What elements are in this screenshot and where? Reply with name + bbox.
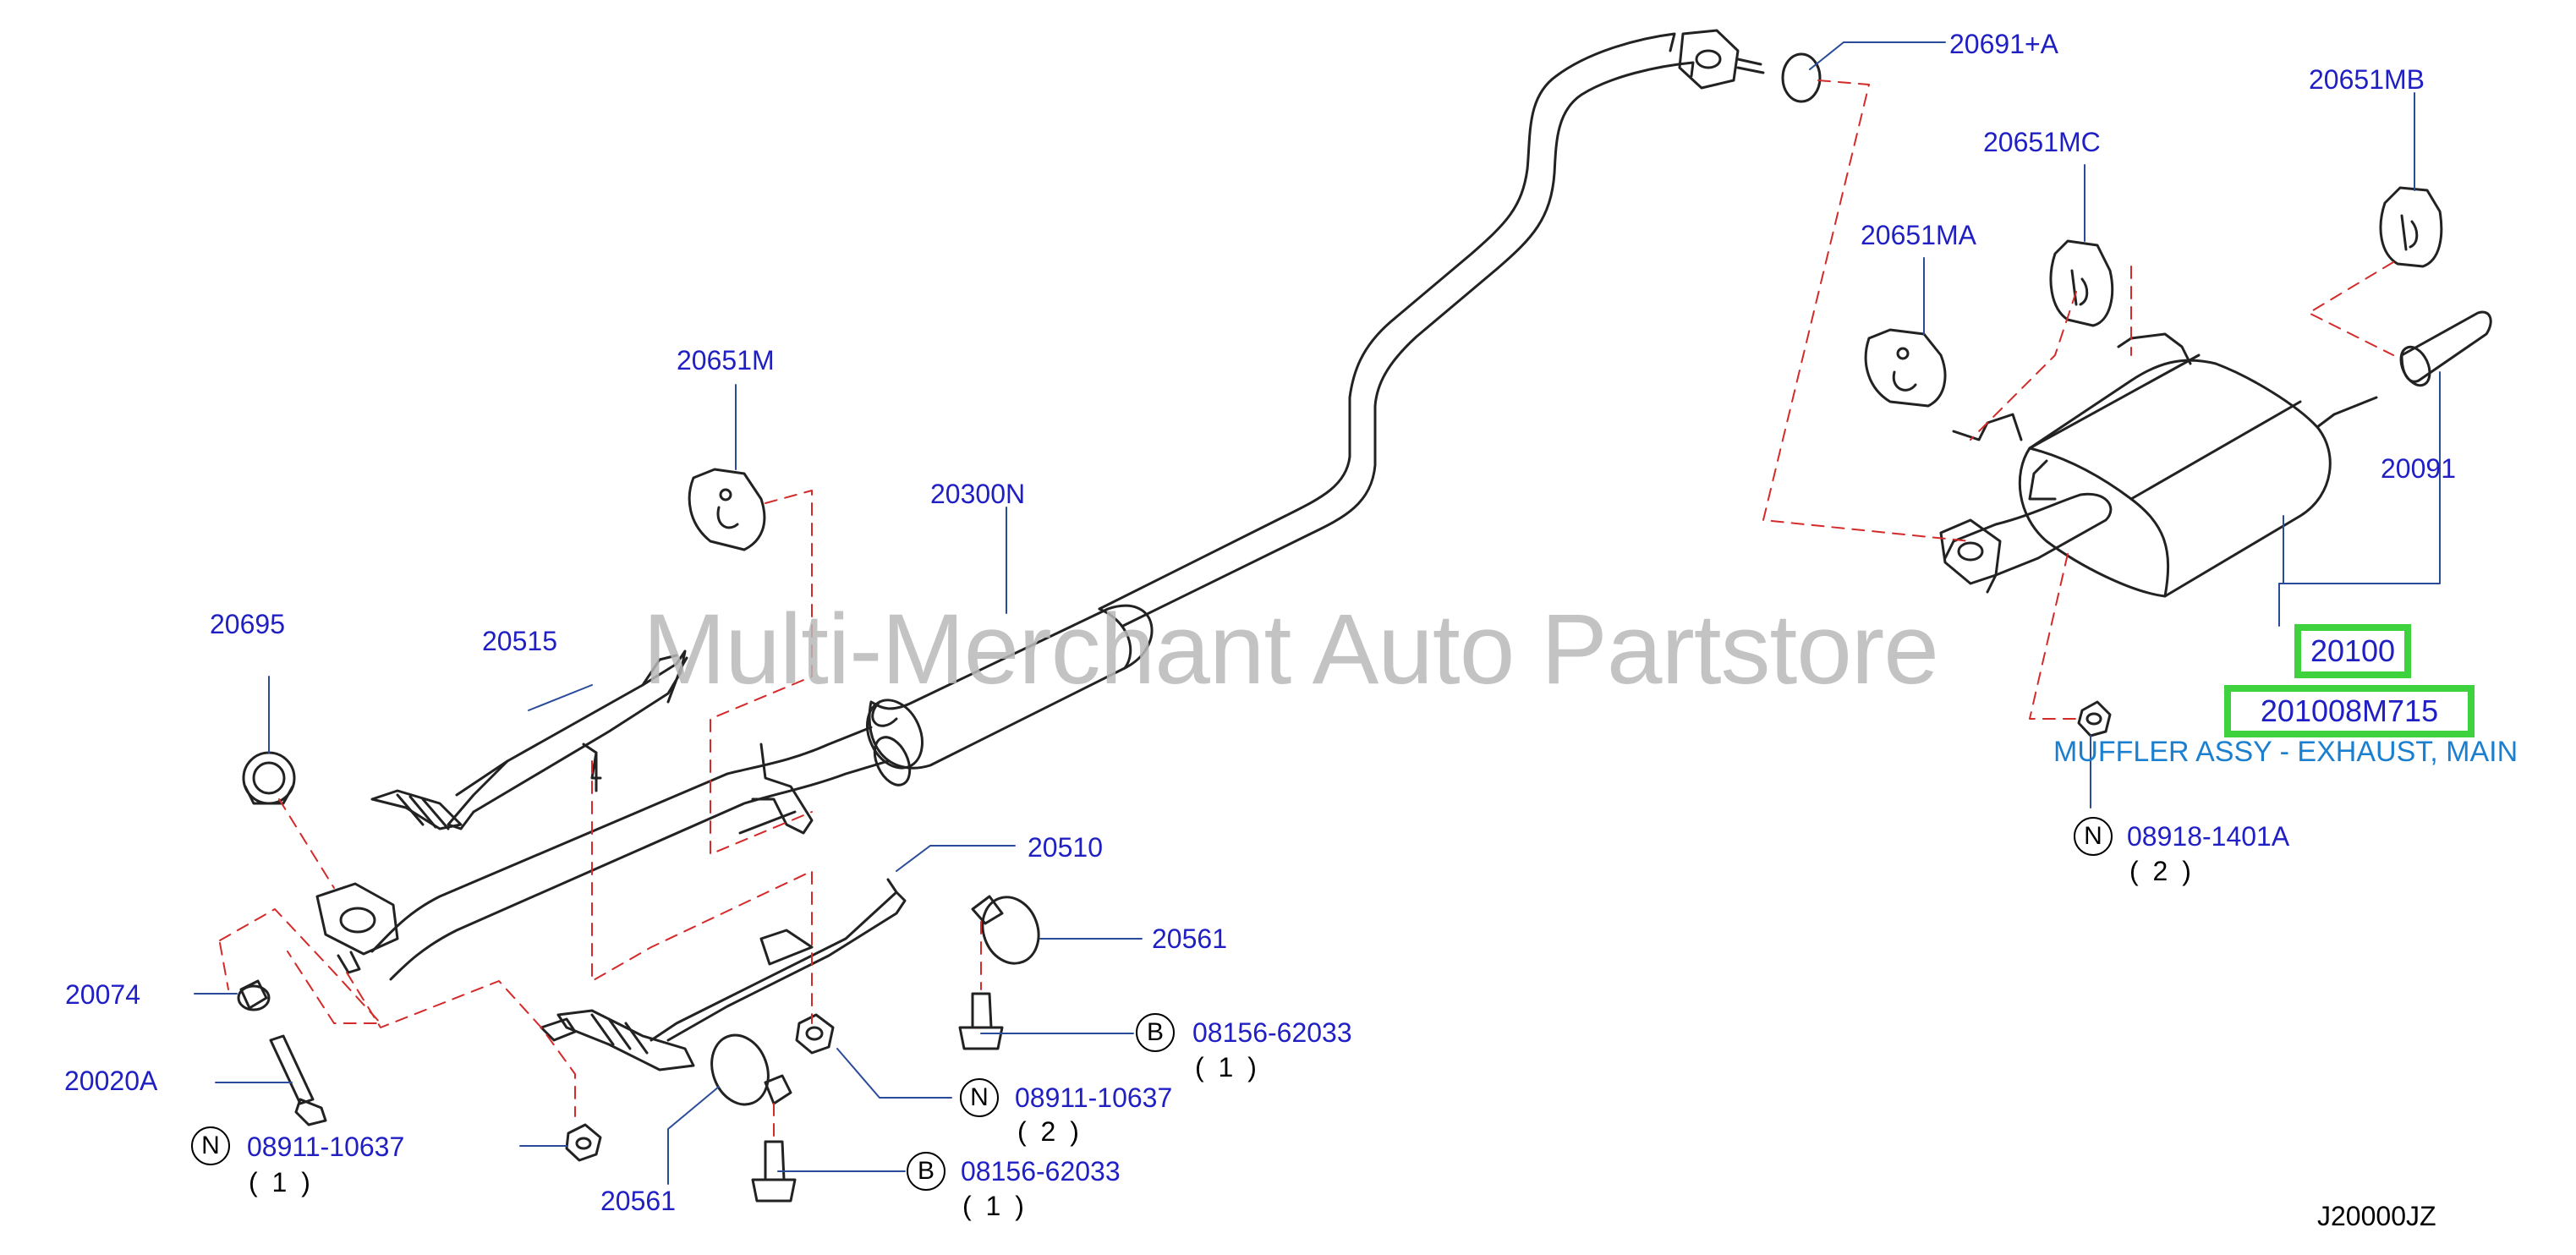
part-label-20091[interactable]: 20091 bbox=[2381, 453, 2456, 484]
dashed-connection-lines bbox=[219, 79, 2394, 1138]
bolt-lower bbox=[751, 1140, 797, 1203]
part-label-20651M[interactable]: 20651M bbox=[677, 345, 775, 375]
rubber-hanger-20651M bbox=[688, 468, 766, 551]
part-label-20651MC[interactable]: 20651MC bbox=[1983, 127, 2101, 157]
rubber-hanger-20651MC bbox=[2049, 239, 2114, 327]
leader-lines bbox=[194, 41, 2441, 1185]
heat-shield-lower bbox=[540, 878, 907, 1071]
oxygen-sensor bbox=[269, 1034, 327, 1126]
clamp-20561-right bbox=[971, 895, 1040, 965]
gasket-20691A-drawing bbox=[1781, 52, 1822, 103]
fastener-symbol-b: B bbox=[1136, 1013, 1175, 1052]
part-label-20020A[interactable]: 20020A bbox=[64, 1066, 158, 1096]
nut-main-muffler bbox=[2077, 700, 2112, 737]
part-label-20300N[interactable]: 20300N bbox=[930, 479, 1026, 509]
seal-ring-20695 bbox=[242, 751, 296, 805]
fastener-qty: ( 1 ) bbox=[962, 1191, 1028, 1221]
fastener-number[interactable]: 08156-62033 bbox=[961, 1156, 1121, 1186]
part-label-20561-lower[interactable]: 20561 bbox=[600, 1186, 676, 1216]
rubber-hanger-20651MB bbox=[2379, 186, 2443, 268]
part-label-20691A[interactable]: 20691+A bbox=[1949, 29, 2059, 59]
fastener-qty: ( 2 ) bbox=[1017, 1116, 1082, 1147]
nut-center bbox=[795, 1013, 835, 1055]
part-label-20510[interactable]: 20510 bbox=[1028, 832, 1103, 863]
center-pipe-drawing bbox=[315, 29, 1765, 981]
fastener-number[interactable]: 08918-1401A bbox=[2127, 821, 2290, 852]
clamp-20561-lower bbox=[710, 1033, 792, 1106]
fastener-qty: ( 1 ) bbox=[249, 1167, 314, 1197]
tail-tip-drawing bbox=[2399, 310, 2492, 387]
highlight-description: MUFFLER ASSY - EXHAUST, MAIN bbox=[2053, 736, 2518, 768]
fastener-symbol-n: N bbox=[191, 1126, 230, 1165]
plug-20074 bbox=[237, 979, 271, 1011]
fastener-symbol-n: N bbox=[960, 1078, 999, 1117]
watermark: Multi-Merchant Auto Partstore bbox=[643, 594, 1939, 705]
main-muffler-drawing bbox=[1939, 332, 2378, 598]
part-label-20651MB[interactable]: 20651MB bbox=[2309, 64, 2425, 95]
highlight-part-number[interactable]: 201008M715 bbox=[2224, 685, 2475, 737]
part-label-20695[interactable]: 20695 bbox=[210, 609, 285, 639]
fastener-symbol-b: B bbox=[907, 1152, 945, 1191]
part-label-20515[interactable]: 20515 bbox=[482, 626, 557, 656]
fastener-qty: ( 1 ) bbox=[1195, 1052, 1260, 1082]
fastener-number[interactable]: 08911-10637 bbox=[247, 1132, 405, 1162]
nut-lower-left bbox=[565, 1123, 602, 1162]
part-label-20561-right[interactable]: 20561 bbox=[1152, 923, 1227, 954]
part-label-20074[interactable]: 20074 bbox=[65, 979, 140, 1010]
part-label-20651MA[interactable]: 20651MA bbox=[1861, 220, 1976, 250]
heat-shield-upper bbox=[370, 649, 688, 830]
bolt-upper bbox=[958, 992, 1004, 1050]
fastener-number[interactable]: 08156-62033 bbox=[1192, 1017, 1352, 1048]
diagram-code: J20000JZ bbox=[2317, 1201, 2436, 1231]
rubber-hanger-20651MA bbox=[1864, 328, 1947, 408]
fastener-number[interactable]: 08911-10637 bbox=[1015, 1082, 1173, 1113]
fastener-symbol-n: N bbox=[2074, 817, 2113, 856]
fastener-qty: ( 2 ) bbox=[2129, 856, 2195, 886]
highlight-group-number[interactable]: 20100 bbox=[2294, 624, 2411, 678]
